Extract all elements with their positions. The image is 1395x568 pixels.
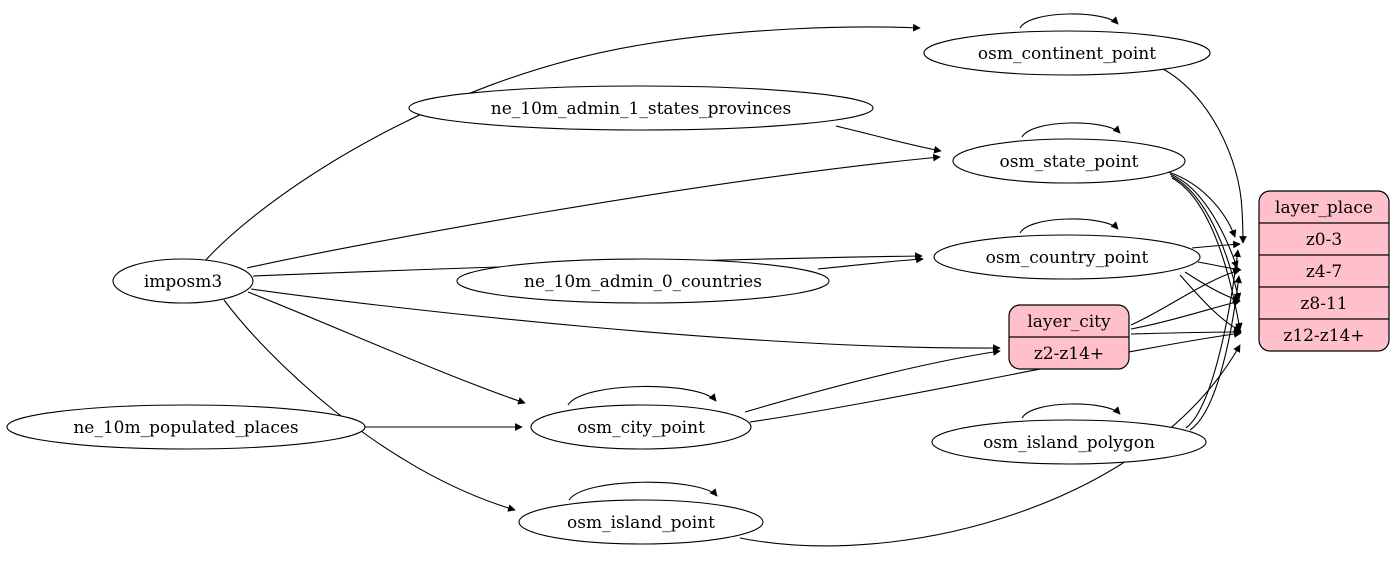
osm_island_point-shape bbox=[518, 499, 764, 545]
osm_island_polygon-shape bbox=[931, 419, 1207, 465]
edge-imposm3-to-osm_city_point bbox=[247, 291, 526, 405]
edge-osm_island_polygon-to-layer_place_z4_7 bbox=[1189, 275, 1242, 431]
edge-osm_state_point-to-layer_place_z4_7 bbox=[1169, 173, 1239, 269]
osm_city_point-shape bbox=[530, 404, 752, 450]
edge-osm_state_point-to-layer_place_z12_z14 bbox=[1171, 177, 1243, 331]
edge-osm_island_polygon-to-layer_place_z0_3 bbox=[1185, 249, 1241, 429]
edge-osm_island_point-to-osm_island_point bbox=[568, 481, 718, 501]
table-node-osm_country_point[interactable]: osm_country_point bbox=[933, 234, 1201, 280]
nodes-group: imposm3 ne_10m_admin_1_states_provincesne… bbox=[6, 30, 1390, 545]
table-node-osm_island_point[interactable]: osm_island_point bbox=[518, 499, 764, 545]
source-node-ne_10m_admin_0_countries[interactable]: ne_10m_admin_0_countries bbox=[456, 258, 830, 304]
edge-osm_city_point-to-layer_city bbox=[744, 348, 1001, 413]
imposm3-shape bbox=[112, 258, 254, 304]
source-node-imposm3[interactable]: imposm3 bbox=[112, 258, 254, 304]
osm_state_point-shape bbox=[952, 138, 1186, 184]
ne_10m_admin_0_countries-shape bbox=[456, 258, 830, 304]
ne_10m_admin_1_states_provinces-shape bbox=[408, 85, 874, 131]
edge-osm_state_point-to-layer_place_z0_3 bbox=[1167, 171, 1237, 238]
osm_country_point-shape bbox=[933, 234, 1201, 280]
edge-osm_island_point-to-layer_place_z12_z14 bbox=[739, 344, 1241, 547]
table-node-osm_city_point[interactable]: osm_city_point bbox=[530, 404, 752, 450]
edge-osm_country_point-to-layer_place_z0_3 bbox=[1191, 240, 1241, 249]
edge-imposm3-to-osm_state_point bbox=[246, 153, 941, 269]
edge-imposm3-to-layer_city bbox=[250, 288, 1001, 352]
edge-ne_10m_admin_1_states_provinces-to-osm_state_point bbox=[835, 125, 942, 154]
table-node-osm_island_polygon[interactable]: osm_island_polygon bbox=[931, 419, 1207, 465]
edge-osm_city_point-to-layer_place_z12_z14 bbox=[749, 330, 1242, 423]
table-node-osm_state_point[interactable]: osm_state_point bbox=[952, 138, 1186, 184]
edge-osm_country_point-to-layer_place_z4_7 bbox=[1197, 261, 1242, 273]
source-node-ne_10m_admin_1_states_provinces[interactable]: ne_10m_admin_1_states_provinces bbox=[408, 85, 874, 131]
edge-osm_continent_point-to-osm_continent_point bbox=[1019, 13, 1119, 29]
edge-osm_city_point-to-osm_city_point bbox=[567, 385, 717, 406]
osm_continent_point-shape bbox=[923, 30, 1211, 76]
layer_place-box bbox=[1258, 190, 1390, 352]
edges-group bbox=[204, 13, 1247, 547]
table-node-osm_continent_point[interactable]: osm_continent_point bbox=[923, 30, 1211, 76]
edge-layer_city-to-layer_place_z4_7 bbox=[1130, 268, 1241, 326]
edge-imposm3-to-osm_continent_point bbox=[204, 23, 921, 262]
edge-osm_continent_point-to-layer_place_z0_3 bbox=[1162, 68, 1247, 244]
edge-layer_city-to-layer_place_z12_z14 bbox=[1130, 328, 1242, 336]
edge-imposm3-to-osm_island_point bbox=[223, 299, 516, 512]
edge-osm_island_polygon-to-osm_island_polygon bbox=[1021, 403, 1121, 419]
edge-osm_country_point-to-osm_country_point bbox=[1019, 218, 1119, 234]
edge-osm_state_point-to-layer_place_z8_11 bbox=[1170, 175, 1242, 301]
ne_10m_populated_places-shape bbox=[6, 404, 366, 450]
edge-osm_state_point-to-osm_state_point bbox=[1021, 122, 1121, 138]
edge-layer_city-to-layer_place_z8_11 bbox=[1130, 298, 1241, 330]
source-node-ne_10m_populated_places[interactable]: ne_10m_populated_places bbox=[6, 404, 366, 450]
edge-ne_10m_admin_0_countries-to-osm_country_point bbox=[817, 255, 924, 270]
